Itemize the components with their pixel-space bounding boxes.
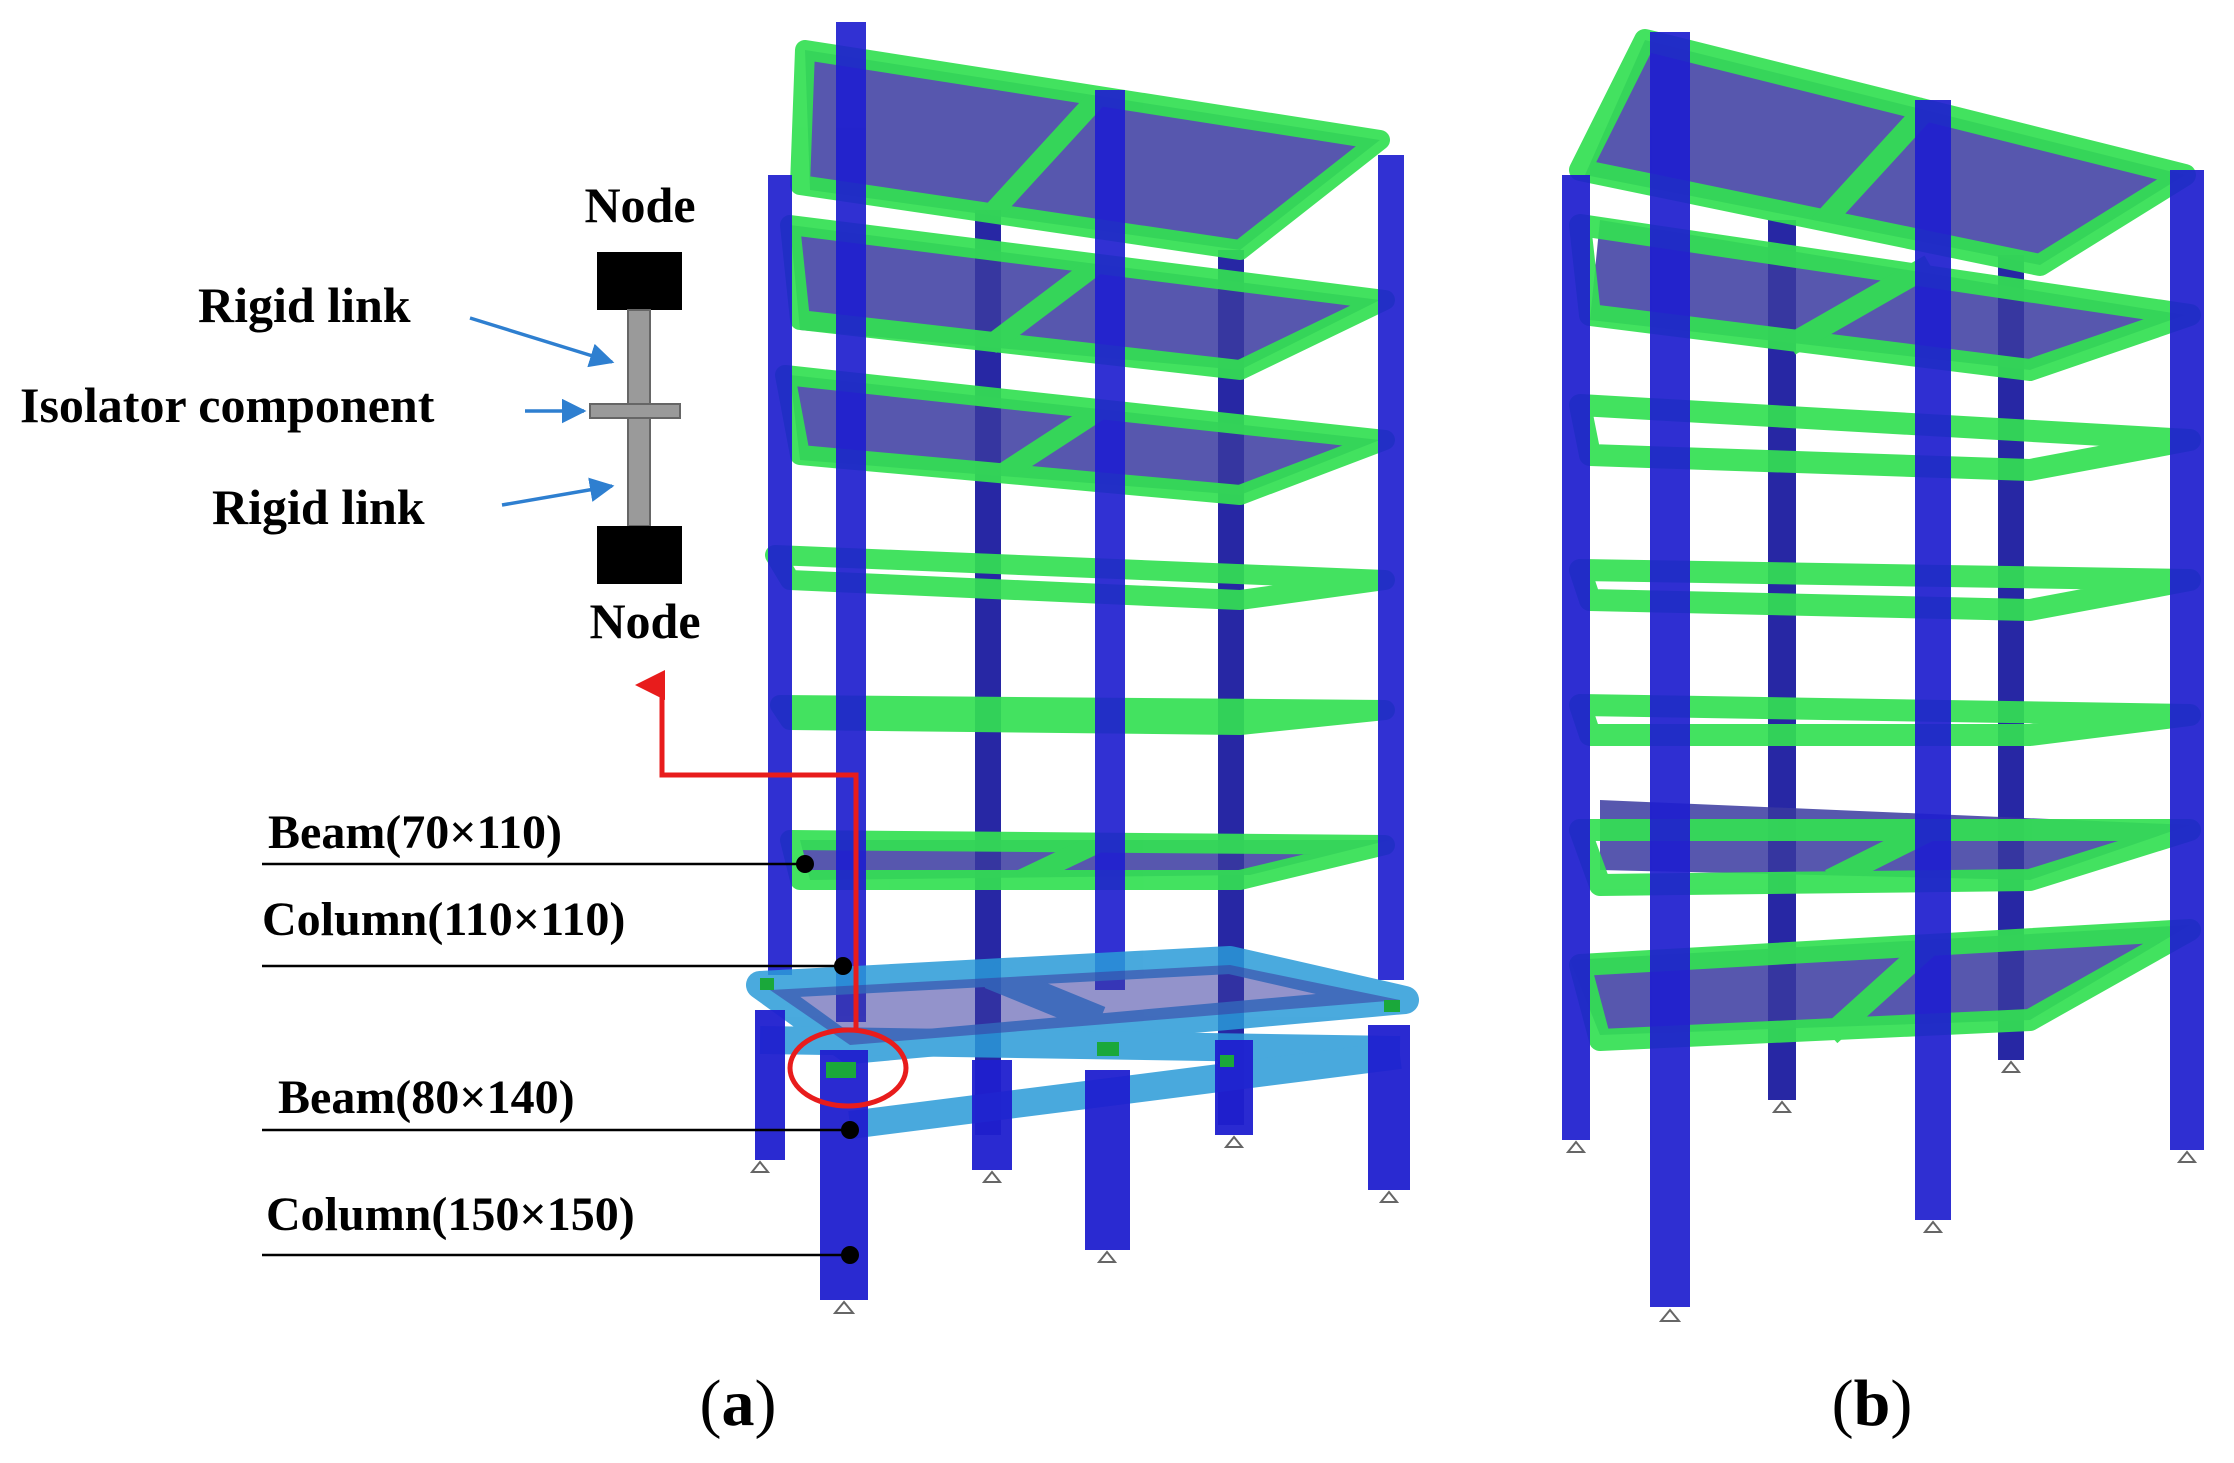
beam-upper-label: Beam(70×110) [268,806,562,859]
rigid-link-bottom-label: Rigid link [212,479,425,535]
lower-columns [755,1010,1410,1300]
columns [1562,32,2204,1307]
isolator-callout-arrow [635,670,859,1030]
floor-beams [765,40,1395,890]
beam-lower-dot [841,1121,859,1139]
rigid-link-top-label: Rigid link [198,277,411,333]
support-icon [749,1135,1400,1314]
beam-lower-label: Beam(80×140) [278,1071,575,1124]
node-bottom-block [597,526,682,584]
node-bottom-label: Node [589,593,700,649]
support-icon [1565,1060,2198,1322]
node-top-block [597,252,682,310]
isolator-component-label: Isolator component [20,377,435,433]
column-lower-dot [841,1246,859,1264]
node-top-label: Node [584,177,695,233]
rigid-link-bottom-arrow [501,477,615,507]
rigid-link-top-arrow [469,316,615,368]
fixed-base-frame-model [1562,29,2204,1322]
isolator-component-bar [589,403,681,419]
column-upper-label: Column(110×110) [262,893,625,946]
member-callouts: Beam(70×110) Column(110×110) Beam(80×140… [262,806,859,1264]
panel-a-label: (a) [700,1367,777,1440]
panel-b-label: (b) [1832,1367,1913,1440]
isolator-callout-ellipse [787,1027,909,1109]
beam-upper-dot [796,855,814,873]
upper-columns [768,22,1404,1022]
rigid-link-bottom-bar [627,417,651,527]
column-upper-dot [834,957,852,975]
isolator-schematic: Node Rigid link Isolator component Rigid… [20,177,701,649]
column-lower-label: Column(150×150) [266,1188,635,1241]
isolation-layer-slab [770,965,1400,1045]
isolator-bearings [760,978,1400,1078]
rigid-link-top-bar [627,309,651,411]
isolated-frame-model [635,22,1419,1314]
